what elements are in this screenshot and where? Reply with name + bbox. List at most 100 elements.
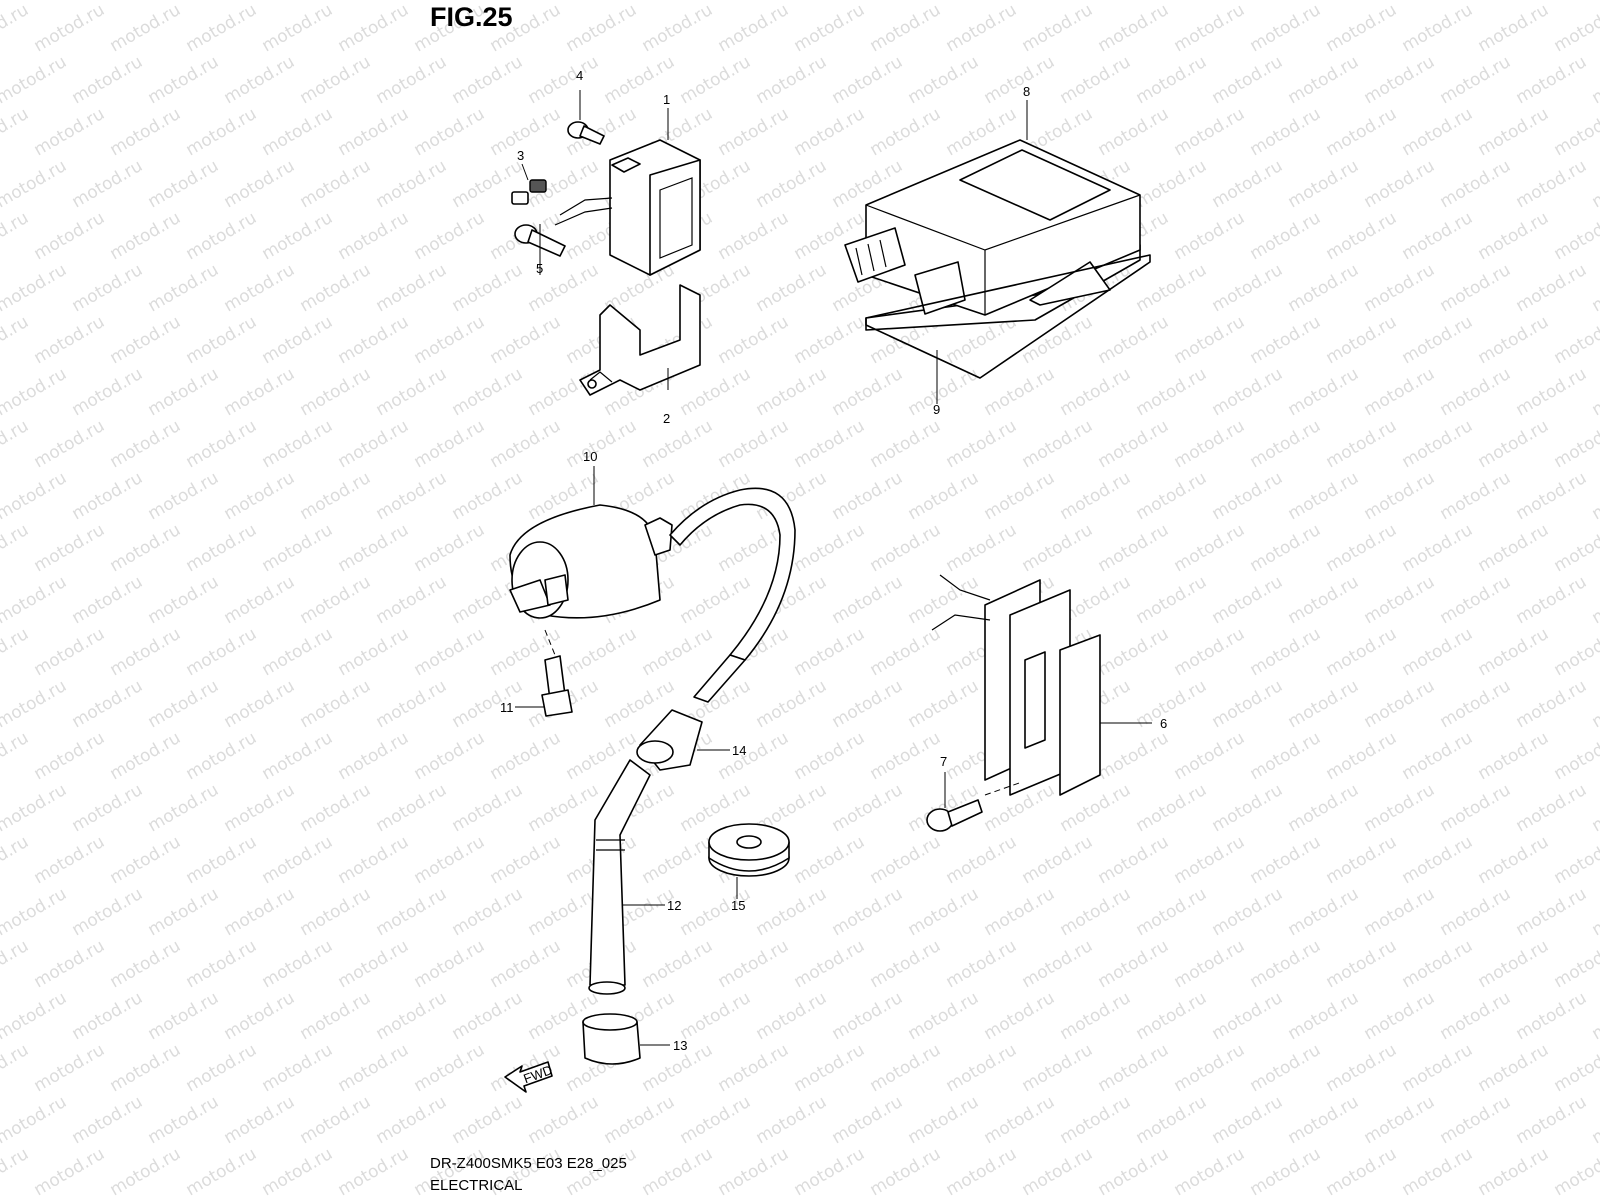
part-15-grommet[interactable] [708, 823, 790, 877]
part-10-ignition-coil[interactable] [509, 487, 796, 703]
watermark-text: motod.ru [829, 1092, 907, 1148]
part-3-cushion[interactable] [511, 179, 547, 205]
watermark-text: motod.ru [183, 1040, 261, 1096]
watermark-text: motod.ru [31, 416, 109, 472]
part-11-bolt[interactable] [541, 655, 573, 717]
watermark-text: motod.ru [905, 0, 983, 4]
watermark-text: motod.ru [1437, 572, 1515, 628]
watermark-text: motod.ru [373, 1092, 451, 1148]
watermark-text: motod.ru [1209, 884, 1287, 940]
watermark-text: motod.ru [1057, 884, 1135, 940]
watermark-text: motod.ru [1019, 936, 1097, 992]
watermark-text: motod.ru [639, 624, 717, 680]
watermark-text: motod.ru [1551, 624, 1600, 680]
watermark-text: motod.ru [1133, 0, 1211, 4]
watermark-text: motod.ru [753, 364, 831, 420]
watermark-text: motod.ru [1247, 0, 1325, 56]
watermark-text: motod.ru [221, 988, 299, 1044]
watermark-text: motod.ru [1589, 780, 1600, 836]
watermark-text: motod.ru [829, 52, 907, 108]
part-7-bolt[interactable] [926, 799, 983, 832]
watermark-text: motod.ru [829, 988, 907, 1044]
watermark-text: motod.ru [297, 52, 375, 108]
watermark-text: motod.ru [1437, 156, 1515, 212]
part-8-cdi-unit[interactable] [844, 139, 1141, 331]
watermark-text: motod.ru [1133, 260, 1211, 316]
watermark-text: motod.ru [0, 104, 32, 160]
part-14-boot[interactable] [636, 709, 703, 771]
watermark-text: motod.ru [1437, 364, 1515, 420]
watermark-text: motod.ru [411, 208, 489, 264]
watermark-text: motod.ru [715, 936, 793, 992]
watermark-text: motod.ru [183, 416, 261, 472]
watermark-text: motod.ru [943, 1040, 1021, 1096]
watermark-text: motod.ru [1019, 520, 1097, 576]
watermark-text: motod.ru [1171, 0, 1249, 56]
callout-3: 3 [517, 148, 524, 163]
watermark-text: motod.ru [1513, 156, 1591, 212]
part-12-plug-cap[interactable] [588, 759, 651, 995]
watermark-text: motod.ru [753, 156, 831, 212]
watermark-text: motod.ru [1513, 780, 1591, 836]
watermark-text: motod.ru [867, 416, 945, 472]
watermark-text: motod.ru [753, 0, 831, 4]
watermark-text: motod.ru [1323, 1040, 1401, 1096]
watermark-text: motod.ru [1323, 208, 1401, 264]
watermark-text: motod.ru [1171, 728, 1249, 784]
watermark-text: motod.ru [0, 156, 70, 212]
watermark-text: motod.ru [943, 936, 1021, 992]
watermark-text: motod.ru [1057, 52, 1135, 108]
watermark-text: motod.ru [183, 520, 261, 576]
callout-9: 9 [933, 402, 940, 417]
watermark-text: motod.ru [335, 936, 413, 992]
watermark-text: motod.ru [69, 1092, 147, 1148]
watermark-text: motod.ru [449, 884, 527, 940]
watermark-text: motod.ru [1057, 0, 1135, 4]
watermark-text: motod.ru [1285, 52, 1363, 108]
watermark-text: motod.ru [867, 832, 945, 888]
callout-12: 12 [667, 898, 681, 913]
part-5-bolt[interactable] [514, 224, 566, 257]
watermark-text: motod.ru [1361, 0, 1439, 4]
watermark-text: motod.ru [259, 0, 337, 56]
watermark-text: motod.ru [905, 52, 983, 108]
part-9-pad[interactable] [865, 254, 1151, 379]
watermark-text: motod.ru [1399, 104, 1477, 160]
watermark-text: motod.ru [715, 416, 793, 472]
watermark-text: motod.ru [1285, 676, 1363, 732]
part-13-cap[interactable] [582, 1013, 641, 1065]
part-4-screw[interactable] [567, 121, 605, 145]
watermark-text: motod.ru [1133, 780, 1211, 836]
watermark-text: motod.ru [335, 416, 413, 472]
watermark-text: motod.ru [297, 364, 375, 420]
watermark-text: motod.ru [1133, 468, 1211, 524]
part-1-relay[interactable] [554, 139, 701, 276]
watermark-text: motod.ru [487, 312, 565, 368]
watermark-text: motod.ru [107, 208, 185, 264]
watermark-text: motod.ru [1323, 520, 1401, 576]
watermark-text: motod.ru [1399, 416, 1477, 472]
watermark-text: motod.ru [221, 156, 299, 212]
watermark-text: motod.ru [867, 1144, 945, 1200]
watermark-text: motod.ru [411, 832, 489, 888]
watermark-text: motod.ru [753, 52, 831, 108]
watermark-text: motod.ru [31, 312, 109, 368]
watermark-text: motod.ru [373, 780, 451, 836]
part-6-regulator[interactable] [931, 574, 1101, 796]
watermark-text: motod.ru [791, 728, 869, 784]
watermark-text: motod.ru [259, 416, 337, 472]
watermark-text: motod.ru [335, 1040, 413, 1096]
callout-11: 11 [500, 700, 514, 715]
watermark-text: motod.ru [525, 0, 603, 4]
watermark-text: motod.ru [0, 624, 32, 680]
watermark-text: motod.ru [753, 676, 831, 732]
part-2-bracket[interactable] [579, 284, 701, 396]
watermark-text: motod.ru [867, 624, 945, 680]
watermark-text: motod.ru [1171, 624, 1249, 680]
watermark-text: motod.ru [1209, 988, 1287, 1044]
watermark-text: motod.ru [943, 1144, 1021, 1200]
watermark-text: motod.ru [639, 416, 717, 472]
watermark-text: motod.ru [1019, 416, 1097, 472]
watermark-text: motod.ru [335, 728, 413, 784]
